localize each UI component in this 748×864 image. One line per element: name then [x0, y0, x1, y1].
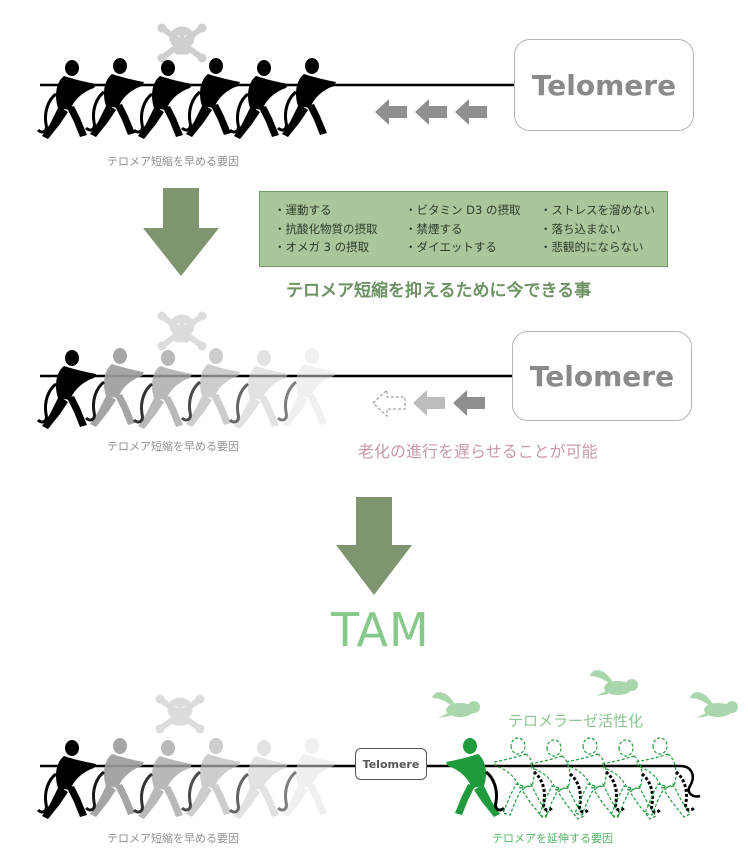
- angel-icon: [590, 670, 638, 696]
- telomere-label: Telomere: [362, 757, 420, 771]
- telomere-box-top: Telomere: [514, 39, 694, 131]
- action-item: ・悲観的にならない: [540, 240, 644, 254]
- telomerase-team: [444, 736, 696, 821]
- tug-of-war-team-middle: [36, 346, 338, 431]
- action-item: ・抗酸化物質の摂取: [274, 221, 378, 236]
- action-item: ・運動する: [274, 203, 332, 217]
- telomere-label: Telomere: [531, 68, 677, 102]
- telomere-label: Telomere: [529, 359, 675, 393]
- tug-of-war-team-top: [36, 56, 338, 141]
- skull-icon: [158, 693, 202, 733]
- angel-icon: [432, 692, 480, 718]
- action-item: ・ビタミン D3 の摂取: [405, 203, 521, 217]
- pull-arrows-top: [375, 99, 487, 125]
- caption-shortening-factors-middle: テロメア短縮を早める要因: [107, 440, 239, 453]
- action-item: ・落ち込まない: [540, 221, 621, 236]
- action-item: ・禁煙する: [405, 221, 463, 236]
- telomere-box-middle: Telomere: [512, 331, 692, 421]
- down-arrow-2: [336, 497, 412, 595]
- down-arrow-1: [143, 188, 219, 276]
- action-item: ・ダイエットする: [405, 240, 497, 254]
- action-item: ・オメガ 3 の摂取: [274, 240, 370, 254]
- actions-heading: テロメア短縮を抑えるために今できる事: [286, 281, 592, 301]
- caption-shortening-factors-bottom: テロメア短縮を早める要因: [107, 832, 239, 845]
- tam-label: TAM: [331, 603, 430, 657]
- caption-extension-factors: テロメアを延伸する要因: [492, 832, 613, 845]
- pull-arrows-middle: [372, 388, 485, 418]
- effect-text: 老化の進行を遅らせることが可能: [358, 442, 598, 461]
- actions-box: ・運動する ・抗酸化物質の摂取 ・オメガ 3 の摂取 ・ビタミン D3 の摂取 …: [259, 191, 668, 267]
- telomere-box-bottom: Telomere: [355, 748, 427, 780]
- action-item: ・ストレスを溜めない: [540, 203, 655, 217]
- angel-icon: [690, 692, 738, 718]
- telomerase-activation-text: テロメラーゼ活性化: [508, 712, 644, 730]
- tug-of-war-team-bottom: [36, 736, 338, 821]
- caption-shortening-factors-top: テロメア短縮を早める要因: [107, 155, 239, 168]
